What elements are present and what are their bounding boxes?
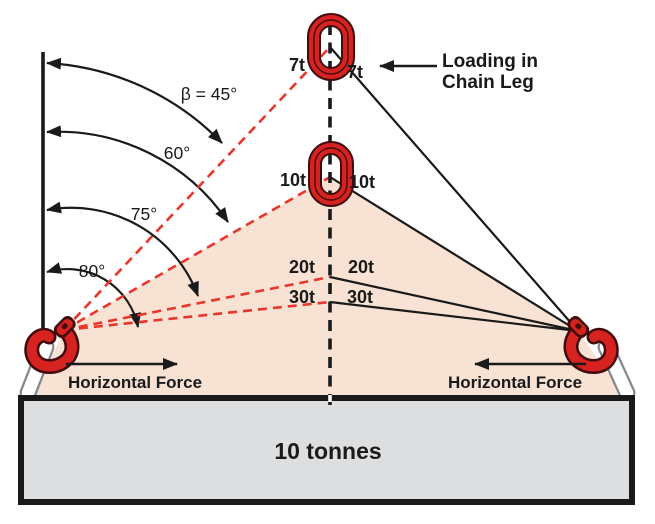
leg-load-7t-right: 7t [347, 62, 363, 82]
right-hook-icon [565, 314, 611, 367]
leg-load-30t-right: 30t [347, 287, 373, 307]
angle-arc-60 [46, 125, 229, 223]
horizontal-force-label-left: Horizontal Force [68, 373, 202, 392]
leg-load-20t-left: 20t [289, 257, 315, 277]
chain-line-10t [329, 176, 579, 332]
chain-dash-60 [63, 175, 331, 332]
leg-load-10t-left: 10t [280, 170, 306, 190]
plumb-line-border-gap [328, 395, 332, 402]
angle-label-60: 60° [164, 143, 190, 163]
leg-load-20t-right: 20t [348, 257, 374, 277]
angle-label-75: 75° [131, 204, 157, 224]
chain-dash-45 [63, 46, 331, 331]
angle-label-80: 80° [79, 261, 105, 281]
leg-load-10t-right: 10t [349, 172, 375, 192]
master-link-10t [308, 141, 354, 207]
chain-line-20t [329, 275, 579, 333]
chain-line-30t [329, 300, 579, 333]
angle-arc-80 [46, 262, 142, 328]
angle-arc-75 [46, 201, 200, 297]
chain-dash-75 [63, 275, 331, 332]
horizontal-force-label-right: Horizontal Force [448, 373, 582, 392]
leg-load-7t-left: 7t [289, 55, 305, 75]
angle-label-45: β = 45° [181, 84, 237, 104]
chain-line-7t [329, 46, 579, 332]
leg-load-30t-left: 30t [289, 287, 315, 307]
master-link-7t [307, 13, 355, 81]
loading-callout-line1: Loading in [442, 51, 538, 72]
load-label: 10 tonnes [274, 438, 381, 464]
load-block [18, 395, 635, 505]
loading-callout-line2: Chain Leg [442, 72, 534, 93]
left-hook-icon [32, 314, 78, 367]
